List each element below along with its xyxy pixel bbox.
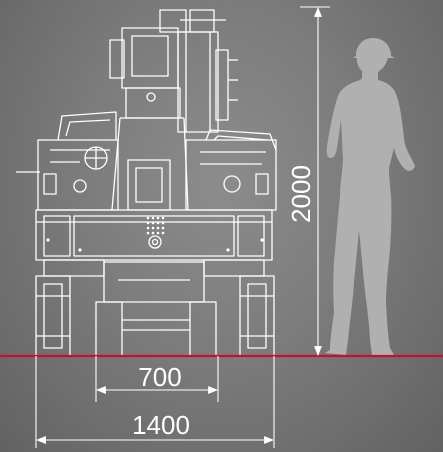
height-dimension (300, 6, 330, 356)
hard-hat-icon (353, 38, 395, 58)
track-width-dimension (95, 356, 219, 402)
person-silhouette (325, 41, 415, 355)
overall-width-dimension-label: 1400 (132, 410, 190, 440)
machine-outline (16, 9, 277, 357)
height-dimension-label: 2000 (286, 165, 316, 223)
track-width-dimension-label: 700 (138, 362, 181, 392)
overall-width-dimension (35, 356, 275, 448)
chassis-vent-grid (46, 216, 264, 252)
